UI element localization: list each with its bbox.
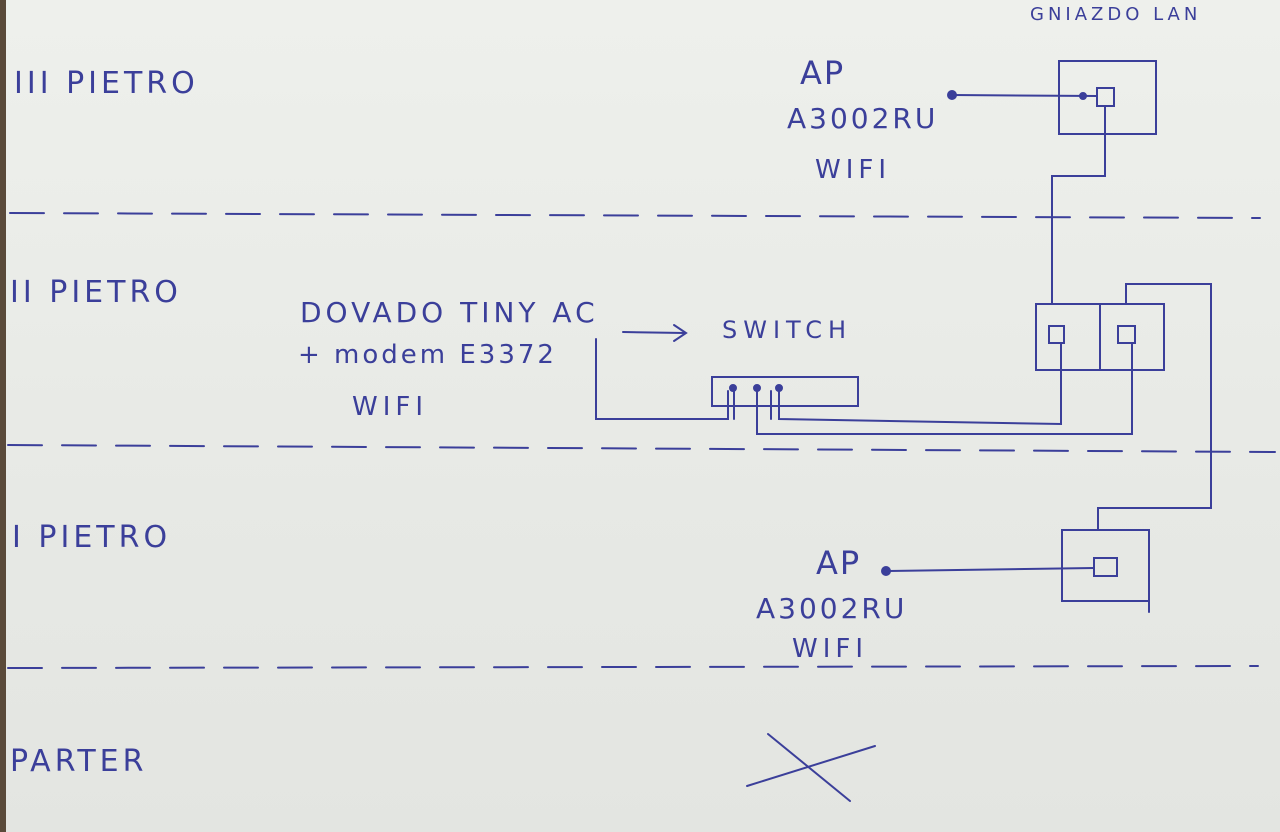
floor-divider-2-1 — [7, 444, 1276, 453]
floor-label-second: II PIETRO — [10, 275, 182, 310]
ap-top-model: A3002RU — [787, 102, 939, 135]
switch-label: SWITCH — [722, 316, 853, 344]
ap-top-wifi: WIFI — [815, 155, 891, 185]
switch-port-1 — [729, 384, 737, 392]
floor-label-ground: PARTER — [10, 744, 148, 779]
ap-bottom-model: A3002RU — [756, 592, 908, 625]
cable-switch-to-right-port — [756, 342, 1133, 435]
floor-divider-3-2 — [9, 212, 1261, 219]
switch-box — [711, 376, 859, 407]
ap-top-cable — [951, 94, 1098, 97]
cable-second-to-first — [1097, 283, 1212, 531]
lan-top-dot — [1079, 92, 1087, 100]
ap-bottom-wifi: WIFI — [792, 634, 868, 664]
provider-line2: + modem E3372 — [298, 340, 557, 370]
lan-port-second-right — [1117, 325, 1136, 344]
ground-cross-b — [767, 733, 851, 802]
lan-socket-first — [1061, 529, 1150, 602]
ap-bottom-label: AP — [816, 544, 862, 582]
floor-divider-1-0 — [7, 665, 1259, 669]
cable-modem-to-switch — [595, 338, 729, 420]
ap-bottom-cable — [885, 567, 1095, 572]
lan-port-second-left — [1048, 325, 1065, 344]
lan-socket-top — [1058, 60, 1157, 135]
lan-socket-label: GNIAZDO LAN — [1030, 4, 1202, 25]
floor-label-first: I PIETRO — [12, 520, 172, 555]
ap-top-label: AP — [800, 54, 846, 92]
lan-port-top — [1096, 87, 1115, 107]
ground-cross-a — [746, 745, 876, 787]
cable-top-to-second — [1051, 105, 1106, 305]
lan-port-first — [1093, 557, 1118, 577]
provider-line1: DOVADO TINY AC — [300, 296, 599, 329]
provider-line3: WIFI — [352, 392, 428, 422]
cable-switch-to-left-port — [778, 342, 1062, 426]
arrow-line — [622, 331, 686, 334]
arrow-head — [673, 324, 688, 342]
floor-label-third: III PIETRO — [14, 66, 199, 101]
